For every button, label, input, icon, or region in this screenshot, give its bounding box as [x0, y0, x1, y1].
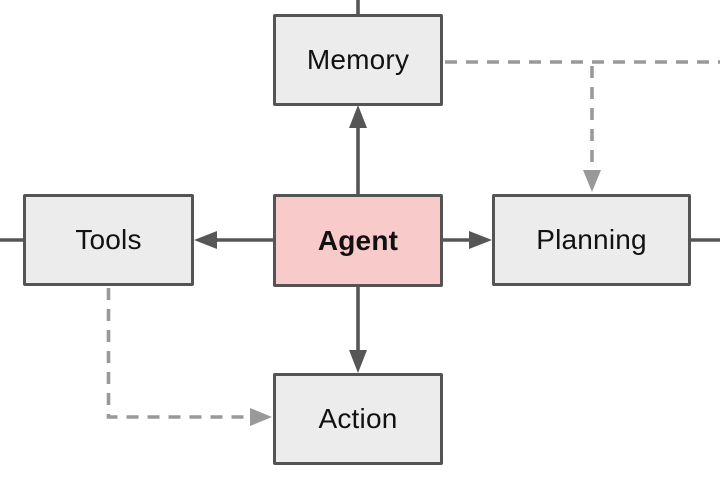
arrowhead-into-tools-right [194, 231, 217, 249]
node-memory-label: Memory [306, 44, 410, 75]
node-action-label: Action [318, 403, 398, 434]
arrowhead-into-action-left [250, 408, 272, 426]
node-tools: Tools [23, 194, 194, 286]
edge-tools-action-dashed [106, 288, 250, 419]
node-planning: Planning [492, 194, 691, 286]
node-agent: Agent [273, 194, 443, 287]
node-agent-label: Agent [317, 224, 399, 256]
node-tools-label: Tools [75, 224, 142, 255]
arrowhead-into-memory-bottom [349, 105, 367, 128]
node-action: Action [273, 373, 443, 465]
node-memory: Memory [273, 14, 443, 106]
node-planning-label: Planning [536, 224, 647, 255]
arrowhead-into-planning-top [583, 170, 601, 192]
arrowhead-into-action-top [349, 350, 367, 373]
arrowhead-into-planning-left [469, 231, 492, 249]
